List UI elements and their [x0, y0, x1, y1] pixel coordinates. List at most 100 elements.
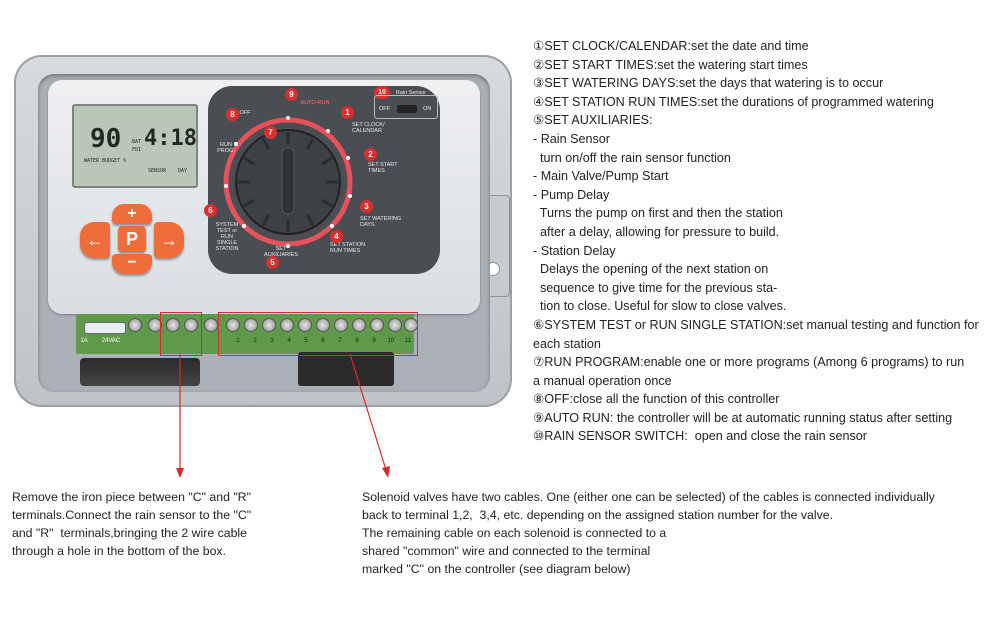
terminal-screw	[204, 318, 218, 332]
badge-4: 4	[330, 230, 343, 243]
terminal-number-7: 7	[338, 338, 342, 344]
solenoid-note-line-5: marked "C" on the controller (see diagra…	[362, 562, 631, 576]
badge-5: 5	[266, 256, 279, 269]
terminal-number-2: 2	[253, 338, 257, 344]
solenoid-note-line-4: shared "common" wire and connected to th…	[362, 544, 651, 558]
solenoid-note-line-2: back to terminal 1,2, 3,4, etc. dependin…	[362, 508, 833, 522]
terminal-screw	[128, 318, 142, 332]
terminal-screw	[388, 318, 402, 332]
badge-6: 6	[204, 204, 217, 217]
rain-sensor-note: Remove the iron piece between "C" and "R…	[12, 488, 251, 560]
label-auto-run: AUTO-RUN	[300, 100, 330, 106]
rain-note-line-1: Remove the iron piece between "C" and "R…	[12, 490, 251, 504]
switch-off-label: OFF	[379, 106, 390, 112]
rain-sensor-title: Rain Sensor	[395, 90, 427, 96]
terminal-number-10: 10	[387, 338, 395, 344]
terminal-number-5: 5	[304, 338, 308, 344]
voltage-label: 24VAC	[101, 338, 121, 344]
badge-2: 2	[364, 148, 377, 161]
arrow-line-right	[349, 353, 387, 471]
label-set-run: SET STATION RUN TIMES	[330, 242, 366, 254]
terminal-number-9: 9	[372, 338, 376, 344]
label-set-aux: SET AUXILIARIES	[264, 246, 298, 258]
instruction-line-6: - Rain Sensor	[533, 131, 610, 146]
terminal-screw	[148, 318, 162, 332]
instruction-line-17: each station	[533, 336, 601, 351]
dial-position-dots	[224, 116, 352, 248]
badge-1: 1	[341, 106, 354, 119]
instruction-line-13: Delays the opening of the next station o…	[533, 262, 769, 277]
instruction-line-3: ③SET WATERING DAYS:set the days that wat…	[533, 76, 884, 91]
right-button[interactable]: →	[154, 222, 184, 258]
plus-button[interactable]: +	[112, 204, 152, 224]
switch-slider[interactable]	[397, 105, 417, 113]
terminal-screw	[316, 318, 330, 332]
arrow-head-right	[382, 466, 390, 478]
rain-sensor-switch[interactable]: Rain Sensor OFF ON	[374, 90, 438, 119]
instruction-line-7: turn on/off the rain sensor function	[533, 150, 731, 165]
p-button[interactable]: P	[118, 226, 146, 252]
lcd-day-label: DAY	[178, 168, 188, 174]
terminal-number-1: 1	[236, 338, 240, 344]
minus-button[interactable]: −	[112, 254, 152, 274]
instruction-line-1: ①SET CLOCK/CALENDAR:set the date and tim…	[533, 39, 809, 53]
instruction-line-16: ⑥SYSTEM TEST or RUN SINGLE STATION:set m…	[533, 317, 979, 332]
instruction-line-9: - Pump Delay	[533, 187, 610, 202]
dial-svg	[223, 116, 353, 248]
lcd-sensor-label: SENSOR	[148, 168, 167, 174]
terminal-screw	[280, 318, 294, 332]
station-terminals-highlight	[218, 312, 418, 356]
transformer-block	[298, 352, 394, 386]
label-off: OFF	[239, 110, 251, 116]
terminal-screw	[334, 318, 348, 332]
dial-grip	[238, 132, 338, 232]
terminal-screw	[184, 318, 198, 332]
terminal-screw	[166, 318, 180, 332]
instruction-line-20: ⑧OFF:close all the function of this cont…	[533, 392, 780, 407]
lcd-budget-value: 90	[90, 124, 122, 154]
solenoid-note: Solenoid valves have two cables. One (ei…	[362, 488, 935, 578]
rain-note-line-4: through a hole in the bottom of the box.	[12, 544, 226, 558]
solenoid-note-line-3: The remaining cable on each solenoid is …	[362, 526, 667, 540]
terminal-screw	[244, 318, 258, 332]
terminal-number-11: 11	[404, 338, 412, 344]
rain-note-line-2: terminals.Connect the rain sensor to the…	[12, 508, 252, 522]
badge-7: 7	[264, 126, 277, 139]
instruction-line-12: - Station Delay	[533, 243, 616, 258]
label-run-prog: RUN PROG.	[217, 142, 235, 154]
lcd-budget-label: WATER BUDGET %	[84, 158, 127, 164]
label-set-start: SET START TIMES	[368, 162, 398, 174]
label-set-clock: SET CLOCK/ CALENDAR	[352, 122, 385, 134]
terminal-number-6: 6	[321, 338, 325, 344]
terminal-screw	[226, 318, 240, 332]
lcd-bat-label: BAT	[132, 139, 142, 145]
badge-3: 3	[360, 200, 373, 213]
instruction-line-4: ④SET STATION RUN TIMES:set the durations…	[533, 94, 934, 109]
dial-pointer	[281, 147, 295, 215]
badge-9: 9	[285, 88, 298, 101]
terminal-number-3: 3	[270, 338, 274, 344]
terminal-number-4: 4	[287, 338, 291, 344]
instruction-line-19: a manual operation once	[533, 373, 672, 388]
instruction-line-10: Turns the pump on first and then the sta…	[533, 206, 783, 221]
lcd-display: 90 4:18 BAT FRI WATER BUDGET % SENSOR DA…	[72, 104, 198, 188]
instructions-list: ①SET CLOCK/CALENDAR:set the date and tim…	[533, 37, 995, 446]
instruction-line-5: ⑤SET AUXILIARIES:	[533, 113, 653, 128]
instruction-line-21: ⑨AUTO RUN: the controller will be at aut…	[533, 410, 953, 425]
terminal-screw	[370, 318, 384, 332]
instruction-line-2: ②SET START TIMES:set the watering start …	[533, 57, 808, 72]
fuse-label: 1A	[80, 338, 88, 344]
label-set-days: SET WATERING DAYS	[360, 216, 402, 228]
rain-note-line-3: and "R" terminals,bringing the 2 wire ca…	[12, 526, 247, 540]
left-button[interactable]: ←	[80, 222, 110, 258]
terminal-number-8: 8	[355, 338, 359, 344]
terminal-screw	[352, 318, 366, 332]
arrow-head-left	[176, 468, 184, 478]
instruction-line-18: ⑦RUN PROGRAM:enable one or more programs…	[533, 355, 965, 370]
cr-terminal-highlight	[160, 312, 202, 356]
lcd-fri-label: FRI	[132, 147, 142, 153]
instruction-line-14: sequence to give time for the previous s…	[533, 280, 778, 295]
instruction-line-15: tion to close. Useful for slow to close …	[533, 299, 787, 314]
solenoid-note-line-1: Solenoid valves have two cables. One (ei…	[362, 490, 935, 504]
